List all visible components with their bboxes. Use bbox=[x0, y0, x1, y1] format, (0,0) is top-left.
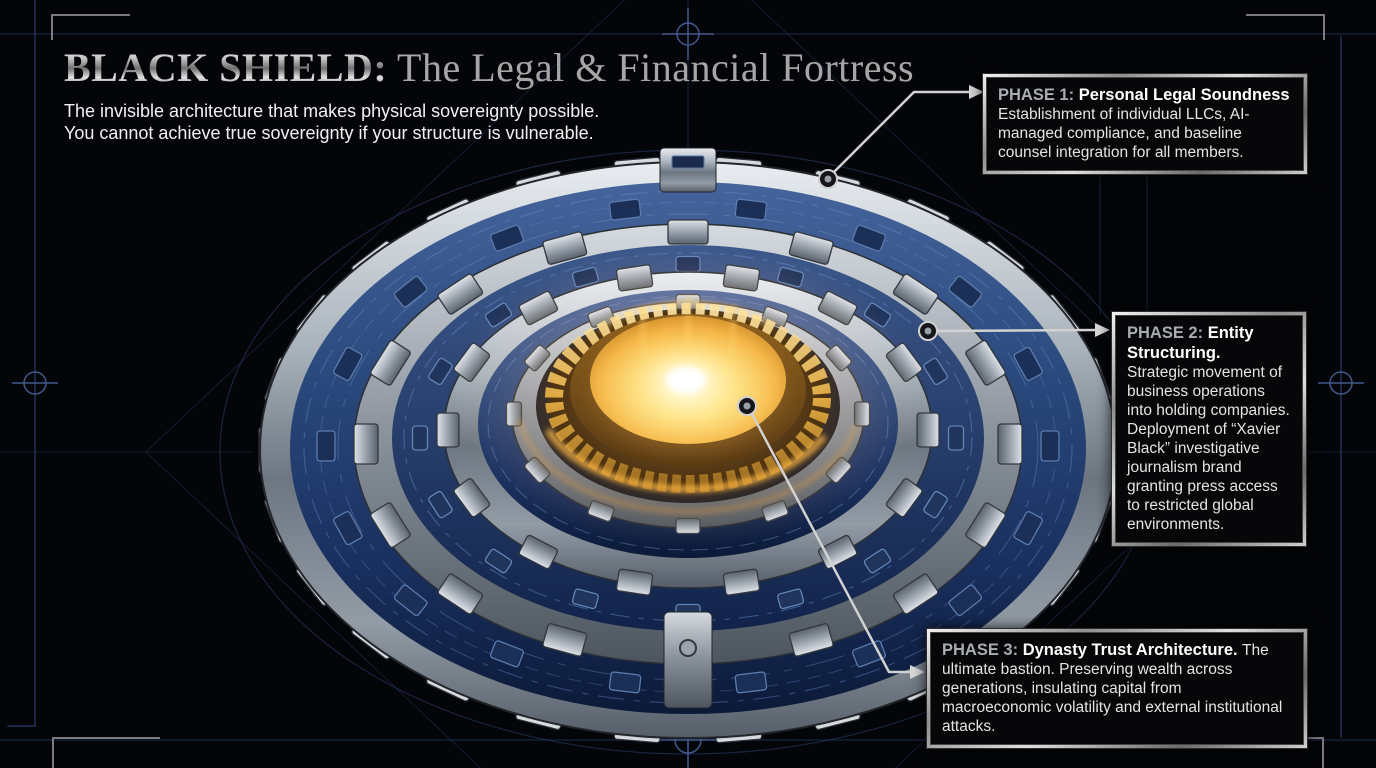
phase-1-title: Personal Legal Soundness bbox=[1078, 86, 1290, 104]
crosshair-left bbox=[12, 371, 58, 395]
phase-3-title: Dynasty Trust Architecture. bbox=[1022, 641, 1238, 659]
connector-phase-3 bbox=[737, 396, 925, 679]
callout-phase-3-heading: PHASE 3: Dynasty Trust Architecture. bbox=[942, 641, 1238, 659]
page-title-rest: The Legal & Financial Fortress bbox=[387, 45, 915, 90]
phase-3-label: PHASE 3: bbox=[942, 641, 1019, 659]
callout-phase-1-inner: PHASE 1: Personal Legal Soundness Establ… bbox=[986, 77, 1304, 171]
vault-mechanism bbox=[258, 147, 1118, 744]
phase-1-body: Establishment of individual LLCs, AI-man… bbox=[998, 106, 1250, 161]
connector-phase-1 bbox=[818, 85, 984, 189]
connector-phase-2 bbox=[918, 321, 1110, 341]
subtitle-line-1: The invisible architecture that makes ph… bbox=[64, 101, 600, 121]
subtitle-line-2: You cannot achieve true sovereignty if y… bbox=[64, 123, 594, 143]
phase-2-title: Entity Structuring. bbox=[1127, 324, 1254, 362]
phase-3-body: The ultimate bastion. Preserving wealth … bbox=[942, 642, 1283, 735]
callout-phase-1: PHASE 1: Personal Legal Soundness Establ… bbox=[983, 74, 1307, 174]
callout-phase-3: PHASE 3: Dynasty Trust Architecture. The… bbox=[927, 629, 1307, 748]
crosshair-top bbox=[662, 8, 714, 60]
page-title-strong: BLACK SHIELD: bbox=[64, 45, 388, 90]
callout-phase-2: PHASE 2: Entity Structuring. Strategic m… bbox=[1112, 312, 1306, 546]
page-title: BLACK SHIELD: The Legal & Financial Fort… bbox=[64, 46, 964, 90]
header: BLACK SHIELD: The Legal & Financial Fort… bbox=[64, 46, 964, 144]
page-subtitle: The invisible architecture that makes ph… bbox=[64, 100, 964, 144]
callout-phase-2-inner: PHASE 2: Entity Structuring. Strategic m… bbox=[1115, 315, 1303, 543]
callout-phase-3-inner: PHASE 3: Dynasty Trust Architecture. The… bbox=[930, 632, 1304, 745]
crosshair-marks bbox=[12, 8, 1364, 768]
phase-2-body: Strategic movement of business operation… bbox=[1127, 364, 1290, 533]
callout-phase-1-heading: PHASE 1: Personal Legal Soundness bbox=[998, 85, 1292, 105]
crosshair-right bbox=[1318, 371, 1364, 395]
phase-1-label: PHASE 1: bbox=[998, 86, 1075, 104]
callout-phase-2-heading: PHASE 2: Entity Structuring. bbox=[1127, 323, 1291, 363]
phase-2-label: PHASE 2: bbox=[1127, 324, 1204, 342]
